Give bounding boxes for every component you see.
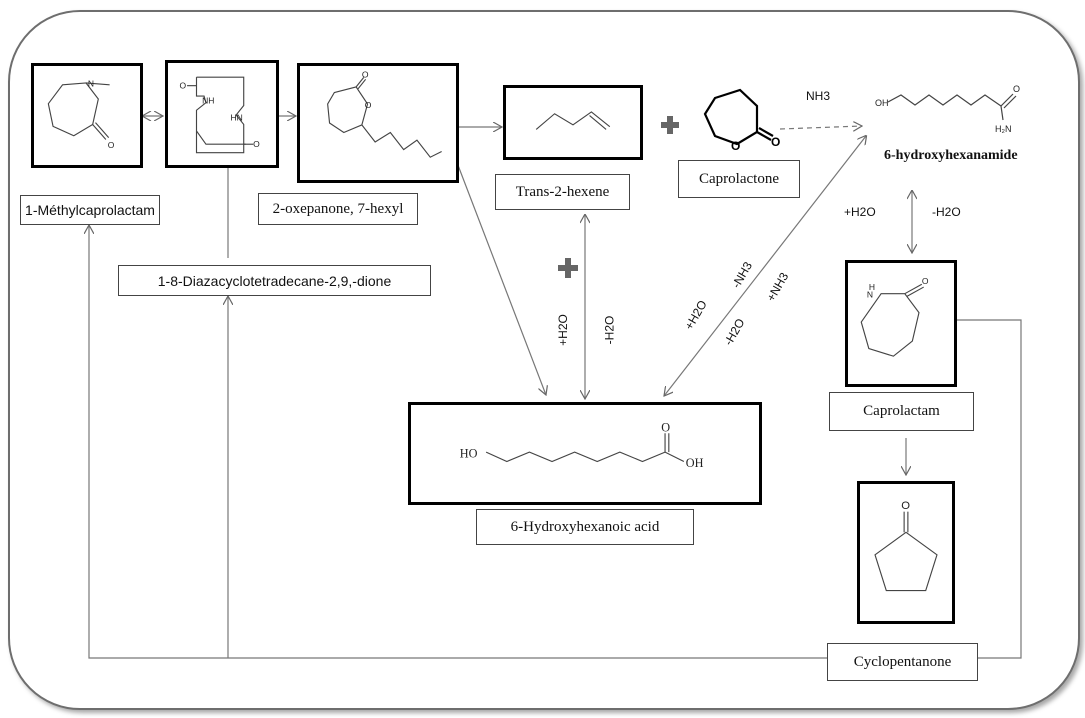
svg-text:O: O bbox=[108, 140, 115, 150]
structure-caprolactam: H N O bbox=[845, 260, 957, 387]
structure-diazacyclotetradecane: NH HN O O bbox=[165, 60, 279, 168]
label-oxepanone-hexyl: 2-oxepanone, 7-hexyl bbox=[258, 193, 418, 225]
reagent-plus-h2o-right: +H2O bbox=[844, 205, 876, 219]
svg-text:O: O bbox=[771, 135, 780, 149]
label-hydroxyhexanamide: 6-hydroxyhexanamide bbox=[884, 148, 1018, 163]
svg-text:HO: HO bbox=[460, 447, 478, 461]
reagent-minus-h2o-center: -H2O bbox=[602, 315, 617, 345]
structure-methylcaprolactam: N O bbox=[31, 63, 143, 168]
label-caprolactam: Caprolactam bbox=[829, 392, 974, 431]
svg-text:O: O bbox=[180, 81, 187, 91]
svg-text:H: H bbox=[869, 282, 875, 292]
plus-icon bbox=[661, 116, 679, 134]
label-hydroxyhexanoic-acid: 6-Hydroxyhexanoic acid bbox=[476, 509, 694, 545]
structure-hydroxyhexanoic-acid: HO O OH bbox=[408, 402, 762, 505]
structure-hydroxyhexanamide: OH O H₂N bbox=[875, 84, 1020, 134]
svg-text:OH: OH bbox=[875, 98, 889, 108]
structure-oxepanone-hexyl: O O bbox=[297, 63, 459, 183]
svg-text:N: N bbox=[867, 289, 873, 299]
label-trans-2-hexene: Trans-2-hexene bbox=[495, 174, 630, 210]
svg-text:NH: NH bbox=[202, 96, 214, 106]
label-methylcaprolactam: 1-Méthylcaprolactam bbox=[20, 195, 160, 225]
reagent-nh3: NH3 bbox=[806, 89, 831, 103]
reagent-plus-h2o-center: +H2O bbox=[555, 314, 570, 346]
svg-text:O: O bbox=[253, 139, 260, 149]
svg-text:N: N bbox=[88, 79, 94, 89]
structure-cyclopentanone: O bbox=[857, 481, 955, 624]
structure-caprolactone: O O bbox=[703, 88, 780, 153]
svg-text:O: O bbox=[901, 500, 910, 512]
label-caprolactone: Caprolactone bbox=[678, 160, 800, 198]
label-cyclopentanone: Cyclopentanone bbox=[827, 643, 978, 681]
svg-text:O: O bbox=[365, 100, 372, 110]
svg-text:OH: OH bbox=[686, 456, 704, 470]
svg-text:O: O bbox=[1013, 84, 1020, 94]
reagent-minus-h2o-right: -H2O bbox=[932, 205, 961, 219]
svg-text:O: O bbox=[661, 420, 670, 434]
plus-icon bbox=[558, 258, 578, 278]
structure-trans-2-hexene bbox=[503, 85, 643, 160]
svg-text:HN: HN bbox=[231, 113, 243, 123]
svg-text:H₂N: H₂N bbox=[995, 124, 1012, 134]
svg-text:O: O bbox=[731, 139, 740, 153]
label-diazacyclotetradecane: 1-8-Diazacyclotetradecane-2,9,-dione bbox=[118, 265, 431, 296]
svg-text:O: O bbox=[362, 69, 369, 79]
svg-text:O: O bbox=[922, 276, 929, 286]
